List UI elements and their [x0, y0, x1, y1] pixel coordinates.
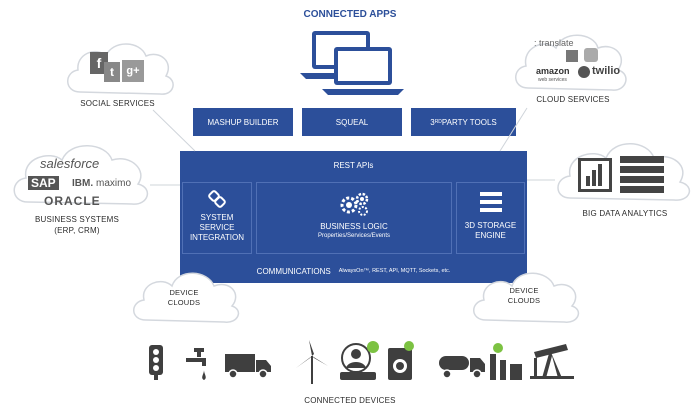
aws-logo: web services — [538, 77, 567, 83]
system-service-line-3: INTEGRATION — [189, 233, 245, 242]
system-service-box: SYSTEM SERVICE INTEGRATION — [182, 182, 252, 254]
rss-icon — [566, 50, 578, 62]
social-services-cloud: f t g+ — [60, 30, 180, 110]
device-clouds-right-line-2: CLOUDS — [507, 296, 541, 305]
salesforce-logo: salesforce — [40, 156, 100, 171]
third-party-sup: RD — [434, 119, 442, 125]
storage-icon — [479, 192, 502, 212]
wind-turbine-icon — [296, 340, 328, 384]
rest-apis-bar: REST APIs — [180, 153, 527, 177]
gears-icon — [340, 192, 369, 216]
business-logic-box: BUSINESS LOGIC Properties/Services/Event… — [256, 182, 452, 254]
communications-title: COMMUNICATIONS — [256, 266, 331, 276]
mashup-builder-box: MASHUP BUILDER — [193, 108, 293, 136]
person-icon — [340, 341, 379, 380]
system-service-line-1: SYSTEM — [200, 213, 234, 222]
storage-engine-box: 3D STORAGE ENGINE — [456, 182, 525, 254]
device-clouds-right-line-1: DEVICE — [509, 286, 539, 295]
social-services-caption: SOCIAL SERVICES — [80, 99, 155, 108]
tanker-truck-icon — [439, 356, 485, 379]
faucet-icon — [186, 348, 206, 380]
connected-apps-title: CONNECTED APPS — [303, 9, 397, 20]
communications-detail: AlwaysOn™, REST, API, MQTT, Sockets, etc… — [338, 268, 451, 274]
truck-icon — [225, 354, 271, 379]
traffic-light-icon — [149, 345, 163, 380]
oracle-logo: ORACLE — [44, 194, 101, 208]
connected-devices-caption: CONNECTED DEVICES — [304, 396, 396, 405]
sap-logo: SAP — [28, 176, 59, 190]
big-data-caption: BIG DATA ANALYTICS — [582, 209, 668, 218]
maximo-logo: maximo — [96, 178, 132, 189]
squeal-box: SQUEAL — [302, 108, 402, 136]
rest-apis-label: REST APIs — [333, 160, 374, 170]
amazon-logo: amazon — [536, 66, 570, 76]
device-clouds-left-line-2: CLOUDS — [167, 298, 201, 307]
business-systems-caption-line-2: (ERP, CRM) — [54, 226, 100, 235]
squeal-label: SQUEAL — [335, 117, 369, 127]
app-icon — [584, 48, 598, 62]
communications-bar: COMMUNICATIONS AlwaysOn™, REST, API, MQT… — [180, 259, 527, 283]
cloud-services-caption: CLOUD SERVICES — [536, 95, 610, 104]
business-logic-subtitle: Properties/Services/Events — [317, 233, 391, 239]
twitter-icon: t — [104, 62, 120, 82]
device-clouds-right: DEVICE CLOUDS — [466, 262, 584, 328]
refinery-icon — [490, 343, 522, 380]
facebook-icon: f — [90, 52, 108, 74]
twilio-logo: twilio — [592, 65, 621, 77]
device-clouds-left: DEVICE CLOUDS — [126, 262, 244, 328]
ibm-logo: IBM. — [72, 178, 94, 189]
google-plus-icon: g+ — [122, 60, 144, 82]
device-clouds-left-line-1: DEVICE — [169, 288, 199, 297]
business-systems-caption: BUSINESS SYSTEMS (ERP, CRM) — [12, 214, 142, 236]
third-party-prefix: 3 — [430, 117, 435, 127]
link-icon — [208, 190, 226, 208]
big-data-cloud — [550, 132, 696, 210]
business-logic-title: BUSINESS LOGIC — [320, 222, 388, 231]
business-systems-caption-line-1: BUSINESS SYSTEMS — [34, 215, 120, 224]
chart-icon — [578, 156, 664, 193]
washer-icon — [388, 341, 414, 380]
system-service-line-2: SERVICE — [199, 223, 235, 232]
laptop-icon — [300, 31, 404, 95]
oil-pump-icon — [530, 344, 574, 379]
business-systems-cloud: salesforce SAP IBM. maximo ORACLE — [6, 132, 156, 214]
cloud-services-cloud: : translate amazon web services twilio — [508, 24, 634, 104]
twilio-icon — [578, 66, 590, 78]
mashup-builder-label: MASHUP BUILDER — [207, 117, 279, 127]
storage-line-1: 3D STORAGE — [464, 221, 517, 230]
third-party-suffix: PARTY TOOLS — [441, 117, 497, 127]
translate-logo: : translate — [534, 38, 574, 48]
storage-line-2: ENGINE — [475, 231, 506, 240]
